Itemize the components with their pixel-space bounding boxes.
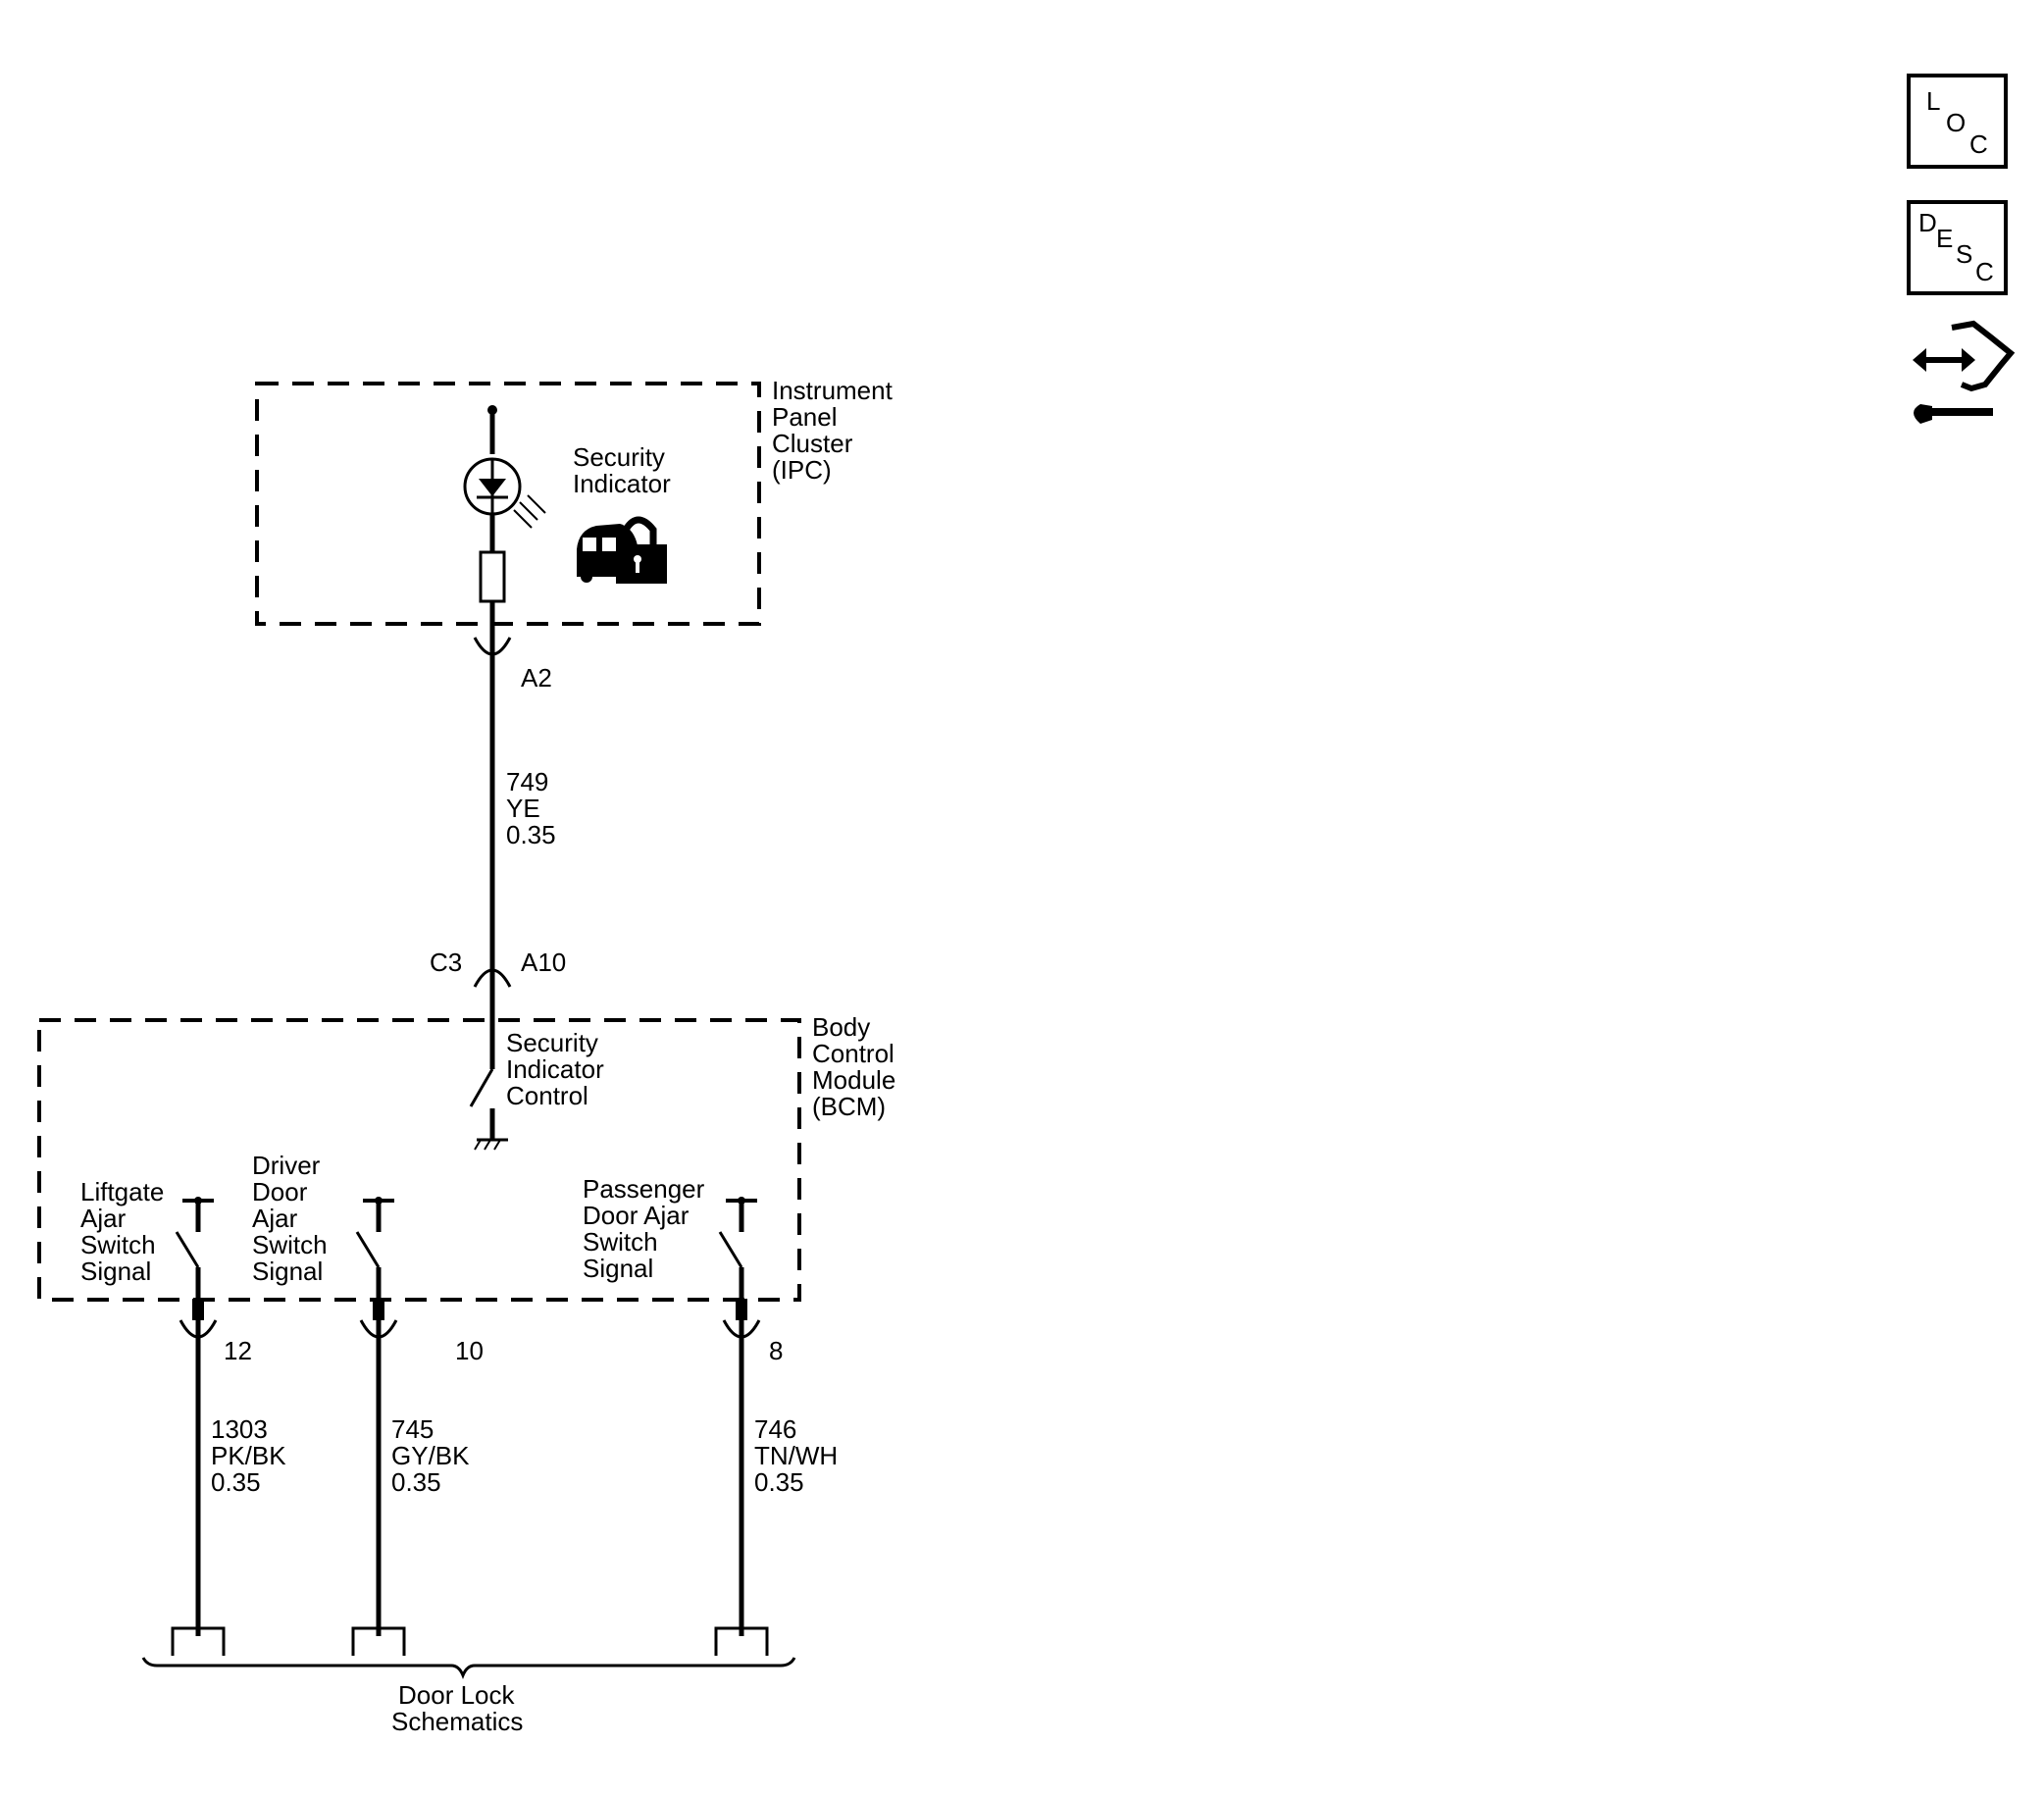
- liftgate-switch-label: Liftgate Ajar Switch Signal: [80, 1177, 172, 1286]
- svg-text:O: O: [1946, 108, 1966, 137]
- pin-8-connector: 8: [722, 1319, 783, 1365]
- security-indicator-label: Security Indicator: [573, 442, 672, 498]
- wire-746-label: 746 TN/WH 0.35: [754, 1414, 844, 1497]
- pin-10-connector: 10: [359, 1319, 484, 1365]
- ipc-connector-a2: A2: [473, 624, 552, 693]
- pin-a2-label: A2: [521, 663, 552, 693]
- driver-door-switch-label: Driver Door Ajar Switch Signal: [252, 1151, 334, 1286]
- bcm-label: Body Control Module (BCM): [812, 1012, 903, 1121]
- connector-repair-icon[interactable]: [1913, 320, 2016, 424]
- svg-text:12: 12: [224, 1336, 252, 1365]
- svg-text:D: D: [1918, 208, 1937, 237]
- security-indicator-control-label: Security Indicator Control: [506, 1028, 611, 1110]
- svg-text:E: E: [1936, 224, 1953, 253]
- svg-text:C: C: [1975, 257, 1994, 286]
- liftgate-ajar-switch: [175, 1197, 214, 1320]
- desc-icon[interactable]: D E S C: [1907, 200, 2008, 295]
- svg-text:S: S: [1956, 239, 1972, 269]
- ipc-label: Instrument Panel Cluster (IPC): [772, 376, 899, 485]
- driver-door-ajar-switch: [355, 1197, 394, 1320]
- car-lock-icon: [577, 516, 667, 584]
- security-indicator-led-icon: [463, 457, 546, 529]
- connector-c3-label: C3: [430, 948, 462, 977]
- passenger-door-ajar-switch: [718, 1197, 757, 1320]
- ipc-resistor: [479, 550, 506, 603]
- passenger-door-switch-label: Passenger Door Ajar Switch Signal: [583, 1174, 712, 1283]
- wire-749-label: 749 YE 0.35: [506, 767, 556, 849]
- ipc-module: Instrument Panel Cluster (IPC) Security …: [255, 376, 899, 626]
- security-indicator-control-switch: [469, 1024, 508, 1151]
- svg-text:10: 10: [455, 1336, 484, 1365]
- svg-text:C: C: [1969, 129, 1988, 159]
- pin-12-connector: 12: [179, 1319, 252, 1365]
- pin-a10-label: A10: [521, 948, 566, 977]
- bcm-module: Body Control Module (BCM) Security Indic…: [37, 1012, 903, 1320]
- loc-icon[interactable]: L O C: [1907, 74, 2008, 169]
- bcm-boundary: [37, 1018, 801, 1302]
- wire-1303-label: 1303 PK/BK 0.35: [211, 1414, 293, 1497]
- bcm-connector-c3: C3 A10: [430, 948, 566, 1024]
- door-lock-schematic-reference[interactable]: Door Lock Schematics: [141, 1626, 796, 1736]
- wire-745-label: 745 GY/BK 0.35: [391, 1414, 477, 1497]
- svg-text:L: L: [1926, 86, 1940, 116]
- svg-text:8: 8: [769, 1336, 783, 1365]
- ipc-boundary: [255, 382, 761, 626]
- door-lock-schematics-label[interactable]: Door Lock Schematics: [391, 1680, 523, 1736]
